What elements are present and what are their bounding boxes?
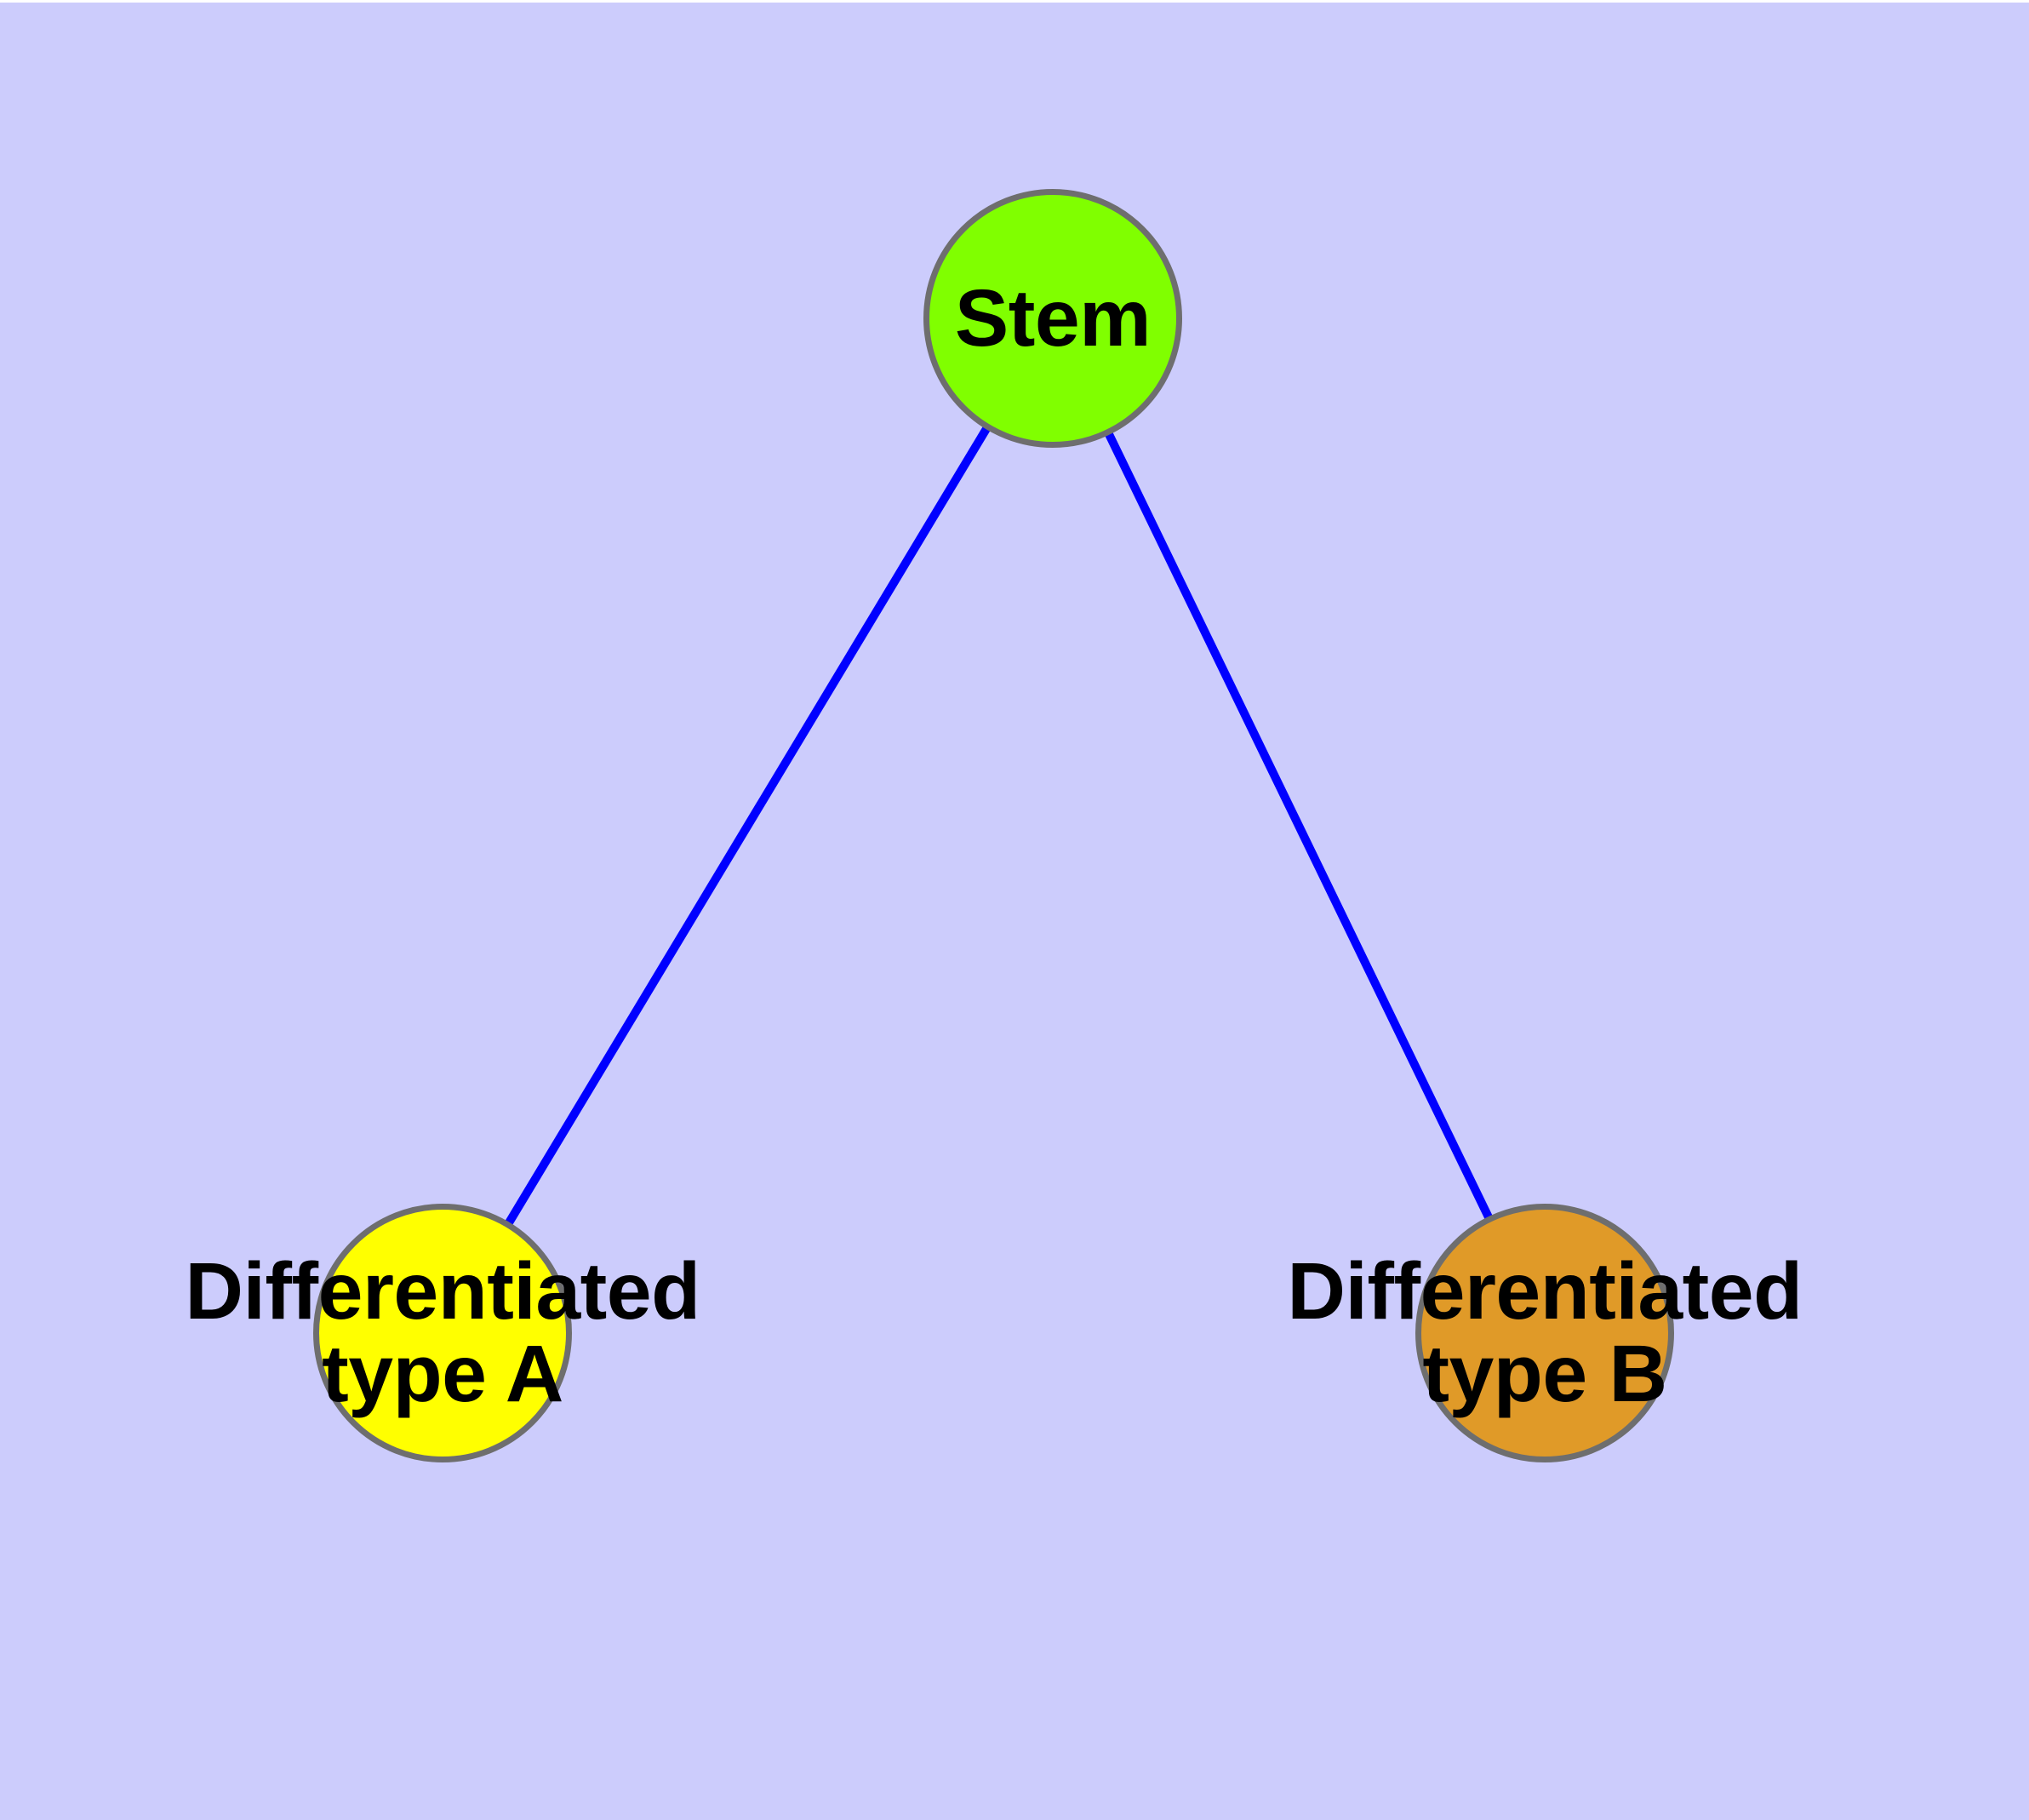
edge-stem-to-differentiated-type-a — [438, 316, 1057, 1336]
node-differentiated-type-a[interactable] — [313, 1204, 572, 1462]
edge-stem-to-differentiated-type-b — [1049, 316, 1549, 1336]
node-stem[interactable] — [923, 189, 1182, 448]
node-differentiated-type-b[interactable] — [1415, 1204, 1674, 1462]
